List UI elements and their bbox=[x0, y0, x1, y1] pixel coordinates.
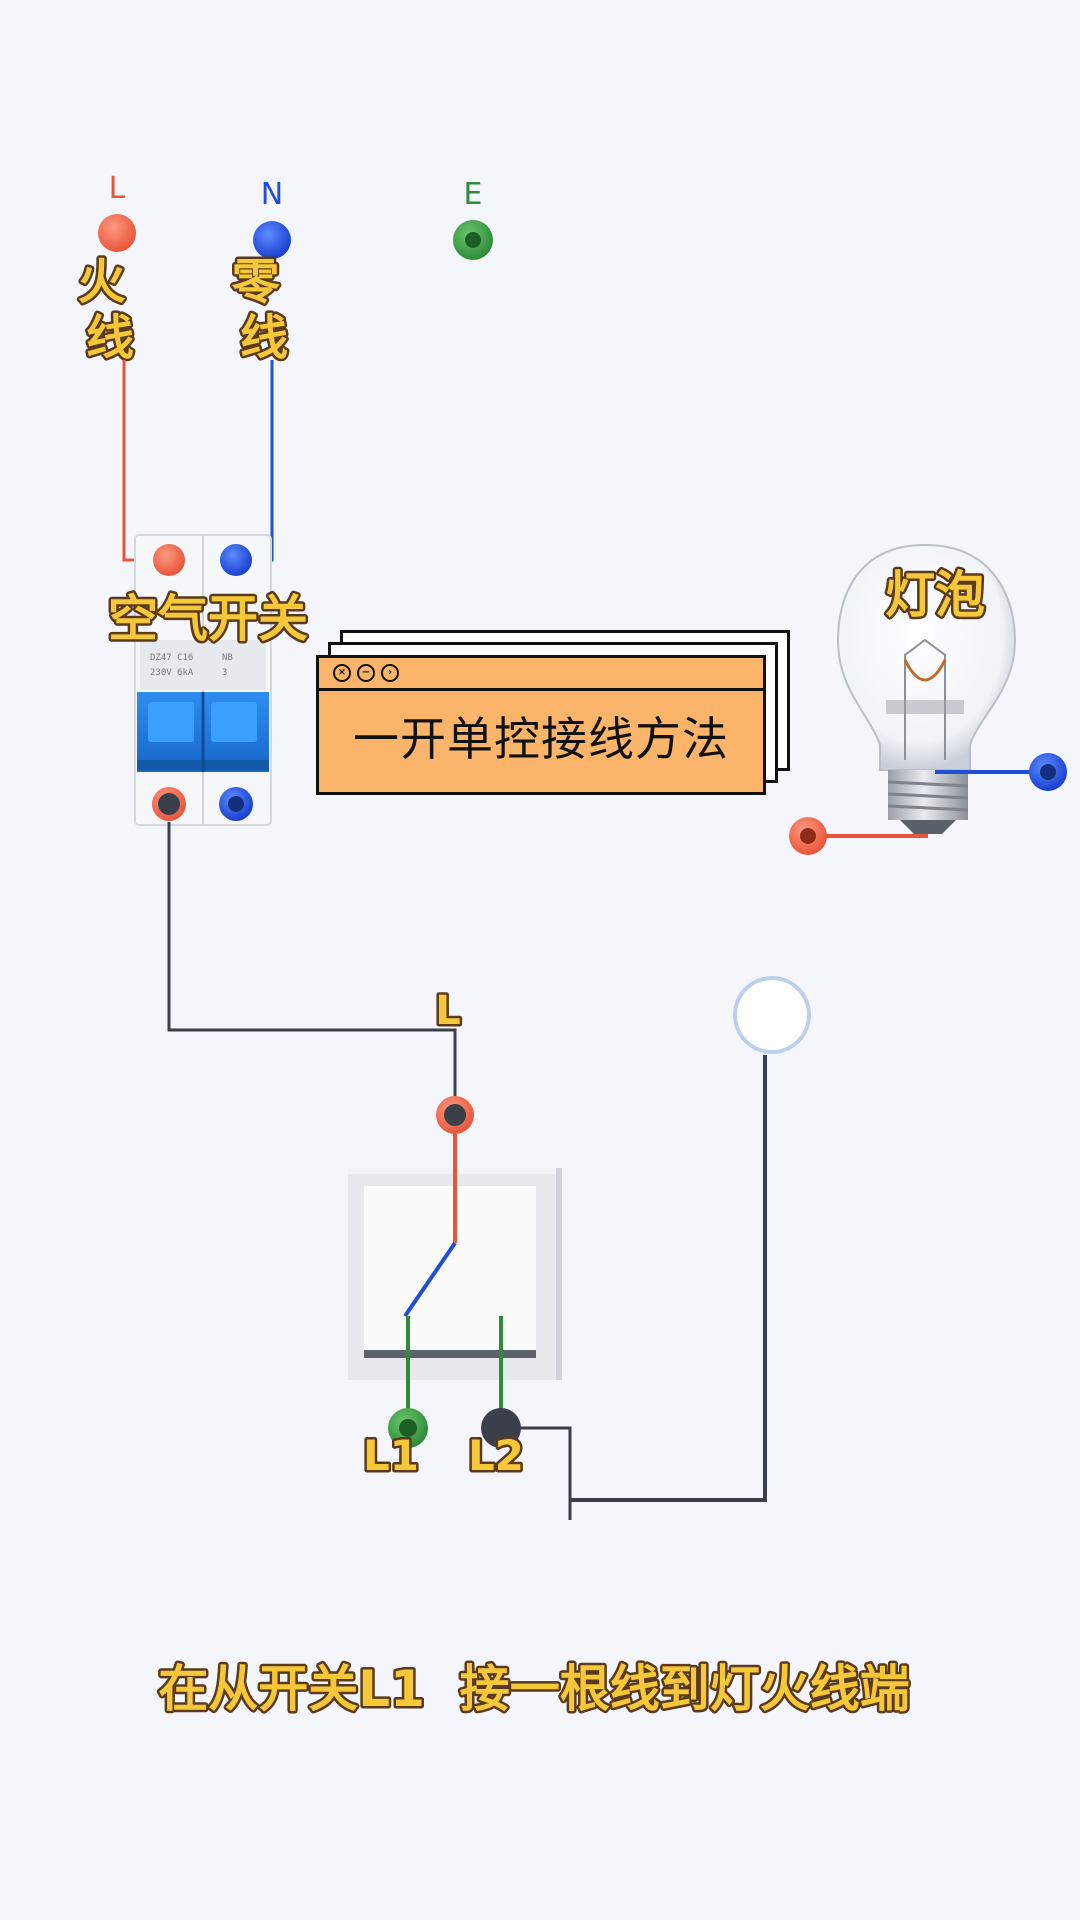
live-wire-label: 火 线 bbox=[78, 254, 143, 366]
breaker-neutral-out-terminal bbox=[219, 787, 253, 821]
light-bulb bbox=[836, 543, 1017, 834]
svg-text:NB: NB bbox=[222, 653, 233, 663]
title-card-bar: × − › bbox=[319, 658, 763, 691]
svg-text:3: 3 bbox=[222, 668, 227, 678]
bulb-label: 灯泡 bbox=[885, 566, 985, 624]
bulb-live-terminal bbox=[789, 817, 827, 855]
live-supply-wire bbox=[122, 360, 165, 562]
breaker-live-out-terminal bbox=[152, 787, 186, 821]
forward-icon: › bbox=[381, 664, 399, 682]
neutral-supply-wire bbox=[238, 360, 274, 562]
l2-return-wire bbox=[570, 1055, 767, 1502]
switch-l1-terminal bbox=[388, 1408, 428, 1448]
title-card-front: × − › 一开单控接线方法 bbox=[316, 655, 766, 795]
breaker-label: 空气开关 bbox=[108, 590, 308, 648]
switch-l2-label: L2 bbox=[468, 1431, 524, 1480]
earth-source-terminal bbox=[453, 220, 493, 260]
close-icon: × bbox=[333, 664, 351, 682]
caption: 在从开关L1 接一根线到灯火线端 bbox=[158, 1660, 909, 1718]
open-terminal bbox=[733, 976, 811, 1054]
switch-blade bbox=[403, 1241, 457, 1318]
neutral-source-terminal bbox=[253, 221, 291, 259]
breaker-to-switch-wire bbox=[167, 822, 457, 1115]
l2-to-bulb-wire bbox=[520, 1426, 572, 1520]
title-card-text: 一开单控接线方法 bbox=[353, 712, 729, 766]
live-letter: L bbox=[109, 171, 126, 206]
live-source-terminal bbox=[98, 214, 136, 252]
minimize-icon: − bbox=[357, 664, 375, 682]
neutral-letter: N bbox=[261, 177, 283, 212]
svg-text:230V 6kA: 230V 6kA bbox=[150, 668, 194, 678]
bulb-neutral-terminal bbox=[1029, 753, 1067, 791]
switch-l2-terminal bbox=[481, 1408, 521, 1448]
switch-input-terminal bbox=[436, 1096, 474, 1134]
title-card: × − › 一开单控接线方法 bbox=[316, 630, 790, 798]
air-breaker: DZ47 C16 NB 230V 6kA 3 bbox=[134, 534, 272, 826]
earth-letter: E bbox=[464, 177, 483, 212]
switch-input-label: L bbox=[435, 988, 461, 1034]
neutral-wire-label: 零 线 bbox=[232, 254, 297, 366]
breaker-neutral-in-terminal bbox=[220, 544, 252, 576]
breaker-live-in-terminal bbox=[153, 544, 185, 576]
svg-text:DZ47 C16: DZ47 C16 bbox=[150, 653, 193, 663]
switch-l1-label: L1 bbox=[363, 1431, 419, 1480]
